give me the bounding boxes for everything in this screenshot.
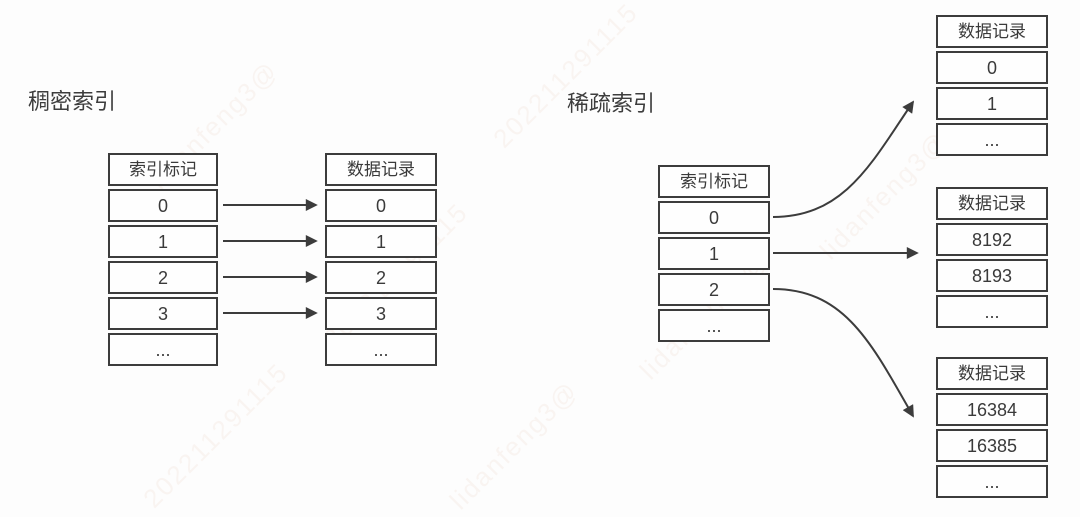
sparse-data-table-3-header: 数据记录 xyxy=(936,357,1048,390)
dense-data-row: 3 xyxy=(325,297,437,330)
sparse-index-row: ... xyxy=(658,309,770,342)
sparse-index-row: 1 xyxy=(658,237,770,270)
sparse-data-row: 16384 xyxy=(936,393,1048,426)
watermark-text: lidanfeng3@ xyxy=(443,375,584,516)
dense-index-row: 2 xyxy=(108,261,218,294)
dense-data-row: 0 xyxy=(325,189,437,222)
arrow-sparse-row-2 xyxy=(772,288,914,418)
sparse-data-row: 8192 xyxy=(936,223,1048,256)
sparse-data-row: 1 xyxy=(936,87,1048,120)
dense-index-row: 1 xyxy=(108,225,218,258)
dense-data-table-header: 数据记录 xyxy=(325,153,437,186)
dense-data-table: 数据记录 0 1 2 3 ... xyxy=(325,153,437,366)
arrow-sparse-row-0 xyxy=(772,100,915,218)
dense-data-row: 1 xyxy=(325,225,437,258)
sparse-data-table-1-header: 数据记录 xyxy=(936,15,1048,48)
dense-index-title: 稠密索引 xyxy=(28,89,117,114)
dense-index-row: ... xyxy=(108,333,218,366)
dense-index-row: 3 xyxy=(108,297,218,330)
watermark-text: 202211291115 xyxy=(137,356,294,514)
dense-index-table-header: 索引标记 xyxy=(108,153,218,186)
sparse-data-table-2-header: 数据记录 xyxy=(936,187,1048,220)
sparse-data-row: 0 xyxy=(936,51,1048,84)
dense-data-row: ... xyxy=(325,333,437,366)
dense-data-row: 2 xyxy=(325,261,437,294)
dense-index-row: 0 xyxy=(108,189,218,222)
dense-index-table: 索引标记 0 1 2 3 ... xyxy=(108,153,218,366)
sparse-index-title: 稀疏索引 xyxy=(567,91,656,116)
sparse-data-row: 8193 xyxy=(936,259,1048,292)
sparse-data-table-2: 数据记录 8192 8193 ... xyxy=(936,187,1048,328)
sparse-index-table: 索引标记 0 1 2 ... xyxy=(658,165,770,342)
sparse-index-row: 2 xyxy=(658,273,770,306)
sparse-data-row: ... xyxy=(936,295,1048,328)
watermark-text: 202211291115 xyxy=(487,0,644,154)
sparse-data-table-1: 数据记录 0 1 ... xyxy=(936,15,1048,156)
sparse-index-table-header: 索引标记 xyxy=(658,165,770,198)
watermark-text: lidanfeng3@ xyxy=(813,125,954,266)
sparse-data-row: ... xyxy=(936,123,1048,156)
sparse-data-row: 16385 xyxy=(936,429,1048,462)
sparse-data-row: ... xyxy=(936,465,1048,498)
sparse-data-table-3: 数据记录 16384 16385 ... xyxy=(936,357,1048,498)
sparse-index-row: 0 xyxy=(658,201,770,234)
